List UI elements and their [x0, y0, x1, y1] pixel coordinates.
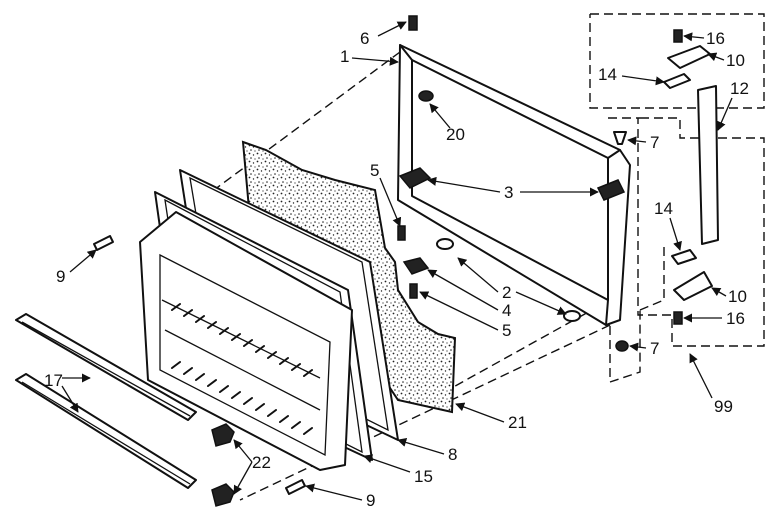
callout-16-lower: 16: [726, 309, 745, 328]
hinge-pin-12: [697, 85, 719, 245]
callout-20: 20: [446, 125, 465, 144]
callout-3: 3: [504, 183, 513, 202]
callout-21: 21: [508, 413, 527, 432]
screw-16-upper: [673, 29, 683, 43]
callout-5-lower: 5: [502, 321, 511, 340]
callout-5-upper: 5: [370, 161, 379, 180]
hinge-kit-box: [589, 13, 765, 347]
callout-17: 17: [44, 371, 63, 390]
callout-6: 6: [360, 29, 369, 48]
callout-14-lower: 14: [654, 199, 673, 218]
callout-22: 22: [252, 453, 271, 472]
callout-15: 15: [414, 467, 433, 486]
screw-9-upper: [93, 235, 114, 251]
screw-9-lower: [285, 479, 306, 495]
screw-6: [408, 15, 418, 31]
callout-9-upper: 9: [56, 267, 65, 286]
plug-7-lower: [615, 340, 629, 352]
callout-labels: 1 6 20 3 5 2 4 5 7 7 9 9 17 22 15 8 21 1…: [44, 29, 749, 510]
callout-16-upper: 16: [706, 29, 725, 48]
callout-7-upper: 7: [650, 133, 659, 152]
plug-7-upper: [613, 131, 627, 145]
callout-4: 4: [502, 301, 511, 320]
shelf-bar-17-lower: [15, 373, 197, 489]
grommet-20: [418, 90, 434, 102]
leader-lines: [61, 21, 733, 501]
shelf-ribs: [171, 303, 313, 435]
hinge-bracket-3-right: [596, 179, 626, 201]
end-cap-22-upper: [211, 423, 235, 447]
callout-99: 99: [714, 397, 733, 416]
callout-9-lower: 9: [366, 491, 375, 510]
screw-16-lower: [673, 311, 683, 325]
end-cap-22-lower: [211, 483, 235, 507]
bracket-4: [402, 257, 430, 275]
screw-5-lower: [409, 283, 418, 299]
hinge-10-upper: [667, 45, 711, 69]
door-frame-1: [397, 44, 631, 326]
callout-8: 8: [448, 445, 457, 464]
callout-14-upper: 14: [598, 65, 617, 84]
callout-10-lower: 10: [728, 287, 747, 306]
hinge-10-lower: [673, 271, 713, 301]
callout-2: 2: [502, 283, 511, 302]
callout-1: 1: [340, 47, 349, 66]
screw-5-upper: [397, 225, 406, 241]
plug-button-2-a: [436, 238, 454, 250]
callout-7-lower: 7: [650, 339, 659, 358]
callout-12: 12: [730, 79, 749, 98]
plug-button-2-b: [563, 310, 581, 322]
callout-10-upper: 10: [726, 51, 745, 70]
shim-14-lower: [671, 249, 697, 265]
shelf-bar-17-upper: [15, 313, 197, 421]
shim-14-upper: [663, 73, 691, 89]
